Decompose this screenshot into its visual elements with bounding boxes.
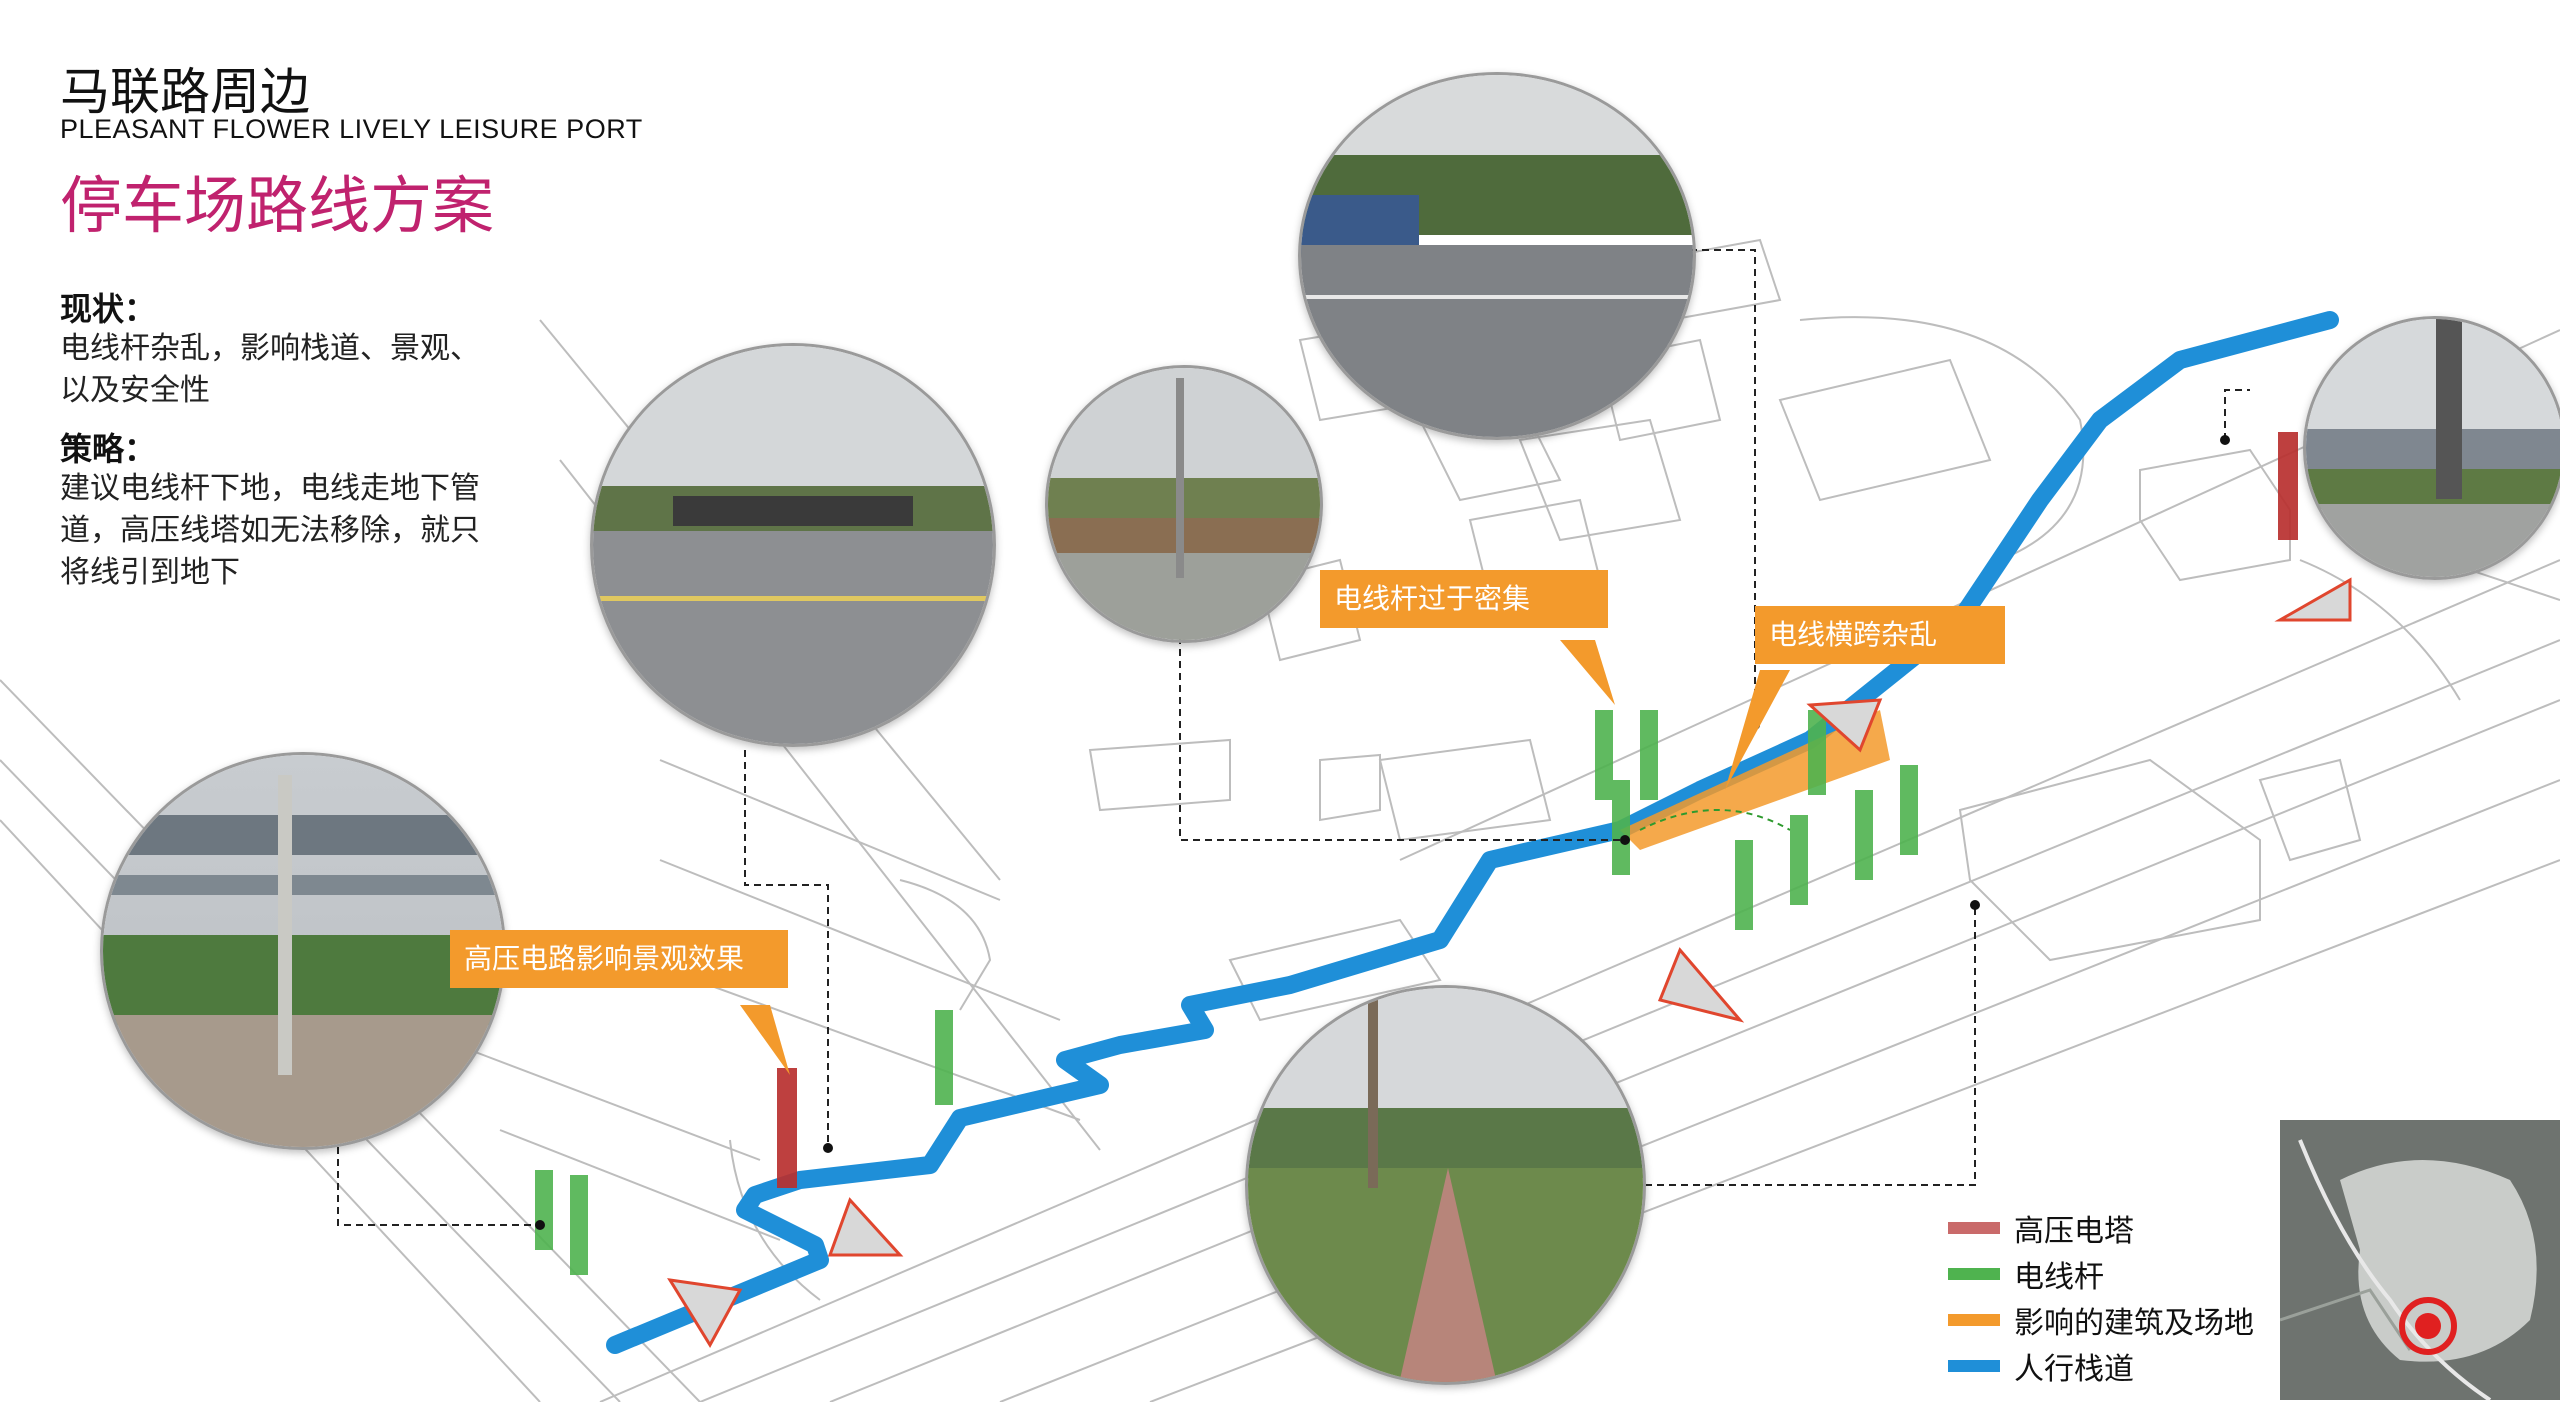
pole — [1735, 840, 1753, 930]
legend-label: 人行栈道 — [2014, 1352, 2134, 1387]
photo-village-poles — [1045, 365, 1323, 643]
pole — [1612, 780, 1630, 875]
page-subtitle-english: PLEASANT FLOWER LIVELY LEISURE PORT — [60, 114, 643, 144]
pole — [535, 1170, 553, 1250]
photo-brick-path — [1245, 985, 1646, 1385]
pole — [935, 1010, 953, 1105]
status-line: 以及安全性 — [60, 373, 210, 408]
legend-swatch — [1948, 1314, 2000, 1326]
leader-dots — [535, 435, 2230, 1230]
strategy-heading: 策略： — [60, 430, 157, 468]
photo-power-tower — [2303, 316, 2560, 580]
legend-item-affected: 影响的建筑及场地 — [1948, 1298, 2288, 1341]
callout-pointers — [740, 640, 1790, 1075]
page-title: 马联路周边 — [60, 63, 310, 121]
legend-label: 高压电塔 — [2014, 1214, 2134, 1249]
pole — [570, 1175, 588, 1275]
status-text: 电线杆杂乱，影响栈道、景观、 以及安全性 — [60, 328, 560, 412]
legend-item-tower: 高压电塔 — [1948, 1206, 2288, 1249]
view-markers — [667, 577, 2352, 1348]
location-marker — [2399, 1297, 2457, 1355]
view-marker — [1657, 947, 1745, 1023]
utility-poles — [535, 710, 1918, 1275]
strategy-line: 将线引到地下 — [60, 555, 240, 590]
photo-road-station — [590, 343, 996, 747]
callout-crossing-wires: 电线横跨杂乱 — [1755, 606, 2005, 664]
leader-lines — [337, 249, 2250, 1226]
callout-high-voltage: 高压电路影响景观效果 — [450, 930, 788, 988]
legend-label: 影响的建筑及场地 — [2014, 1306, 2254, 1341]
view-marker — [667, 1278, 743, 1348]
tower — [2278, 432, 2298, 540]
tower — [777, 1068, 797, 1188]
legend-label: 电线杆 — [2014, 1260, 2104, 1295]
high-voltage-towers — [777, 432, 2298, 1188]
pole — [1900, 765, 1918, 855]
minimap-drawing — [2280, 1120, 2560, 1400]
plan-title: 停车场路线方案 — [60, 169, 495, 242]
pole — [1808, 710, 1826, 795]
location-minimap — [2280, 1120, 2560, 1400]
legend-swatch — [1948, 1222, 2000, 1234]
pole — [1855, 790, 1873, 880]
legend-item-walkway: 人行栈道 — [1948, 1344, 2288, 1387]
pole — [1640, 710, 1658, 800]
location-marker-center — [2415, 1313, 2441, 1339]
photo-roadside-flags — [1298, 72, 1696, 440]
view-marker — [1806, 698, 1883, 753]
status-heading: 现状： — [60, 290, 157, 328]
dashed-arc — [1639, 809, 1791, 831]
pole — [1595, 710, 1613, 800]
strategy-line: 建议电线杆下地，电线走地下管 — [60, 471, 480, 506]
status-line: 电线杆杂乱，影响栈道、景观、 — [60, 331, 480, 366]
strategy-text: 建议电线杆下地，电线走地下管 道，高压线塔如无法移除，就只 将线引到地下 — [60, 468, 560, 594]
strategy-line: 道，高压线塔如无法移除，就只 — [60, 513, 480, 548]
callout-dense-poles: 电线杆过于密集 — [1320, 570, 1608, 628]
pole — [1790, 815, 1808, 905]
legend-item-pole: 电线杆 — [1948, 1252, 2288, 1295]
legend-swatch — [1948, 1268, 2000, 1280]
view-marker — [827, 1197, 904, 1257]
photo-overpass — [100, 752, 506, 1150]
view-marker — [2274, 577, 2352, 622]
legend-swatch — [1948, 1360, 2000, 1372]
